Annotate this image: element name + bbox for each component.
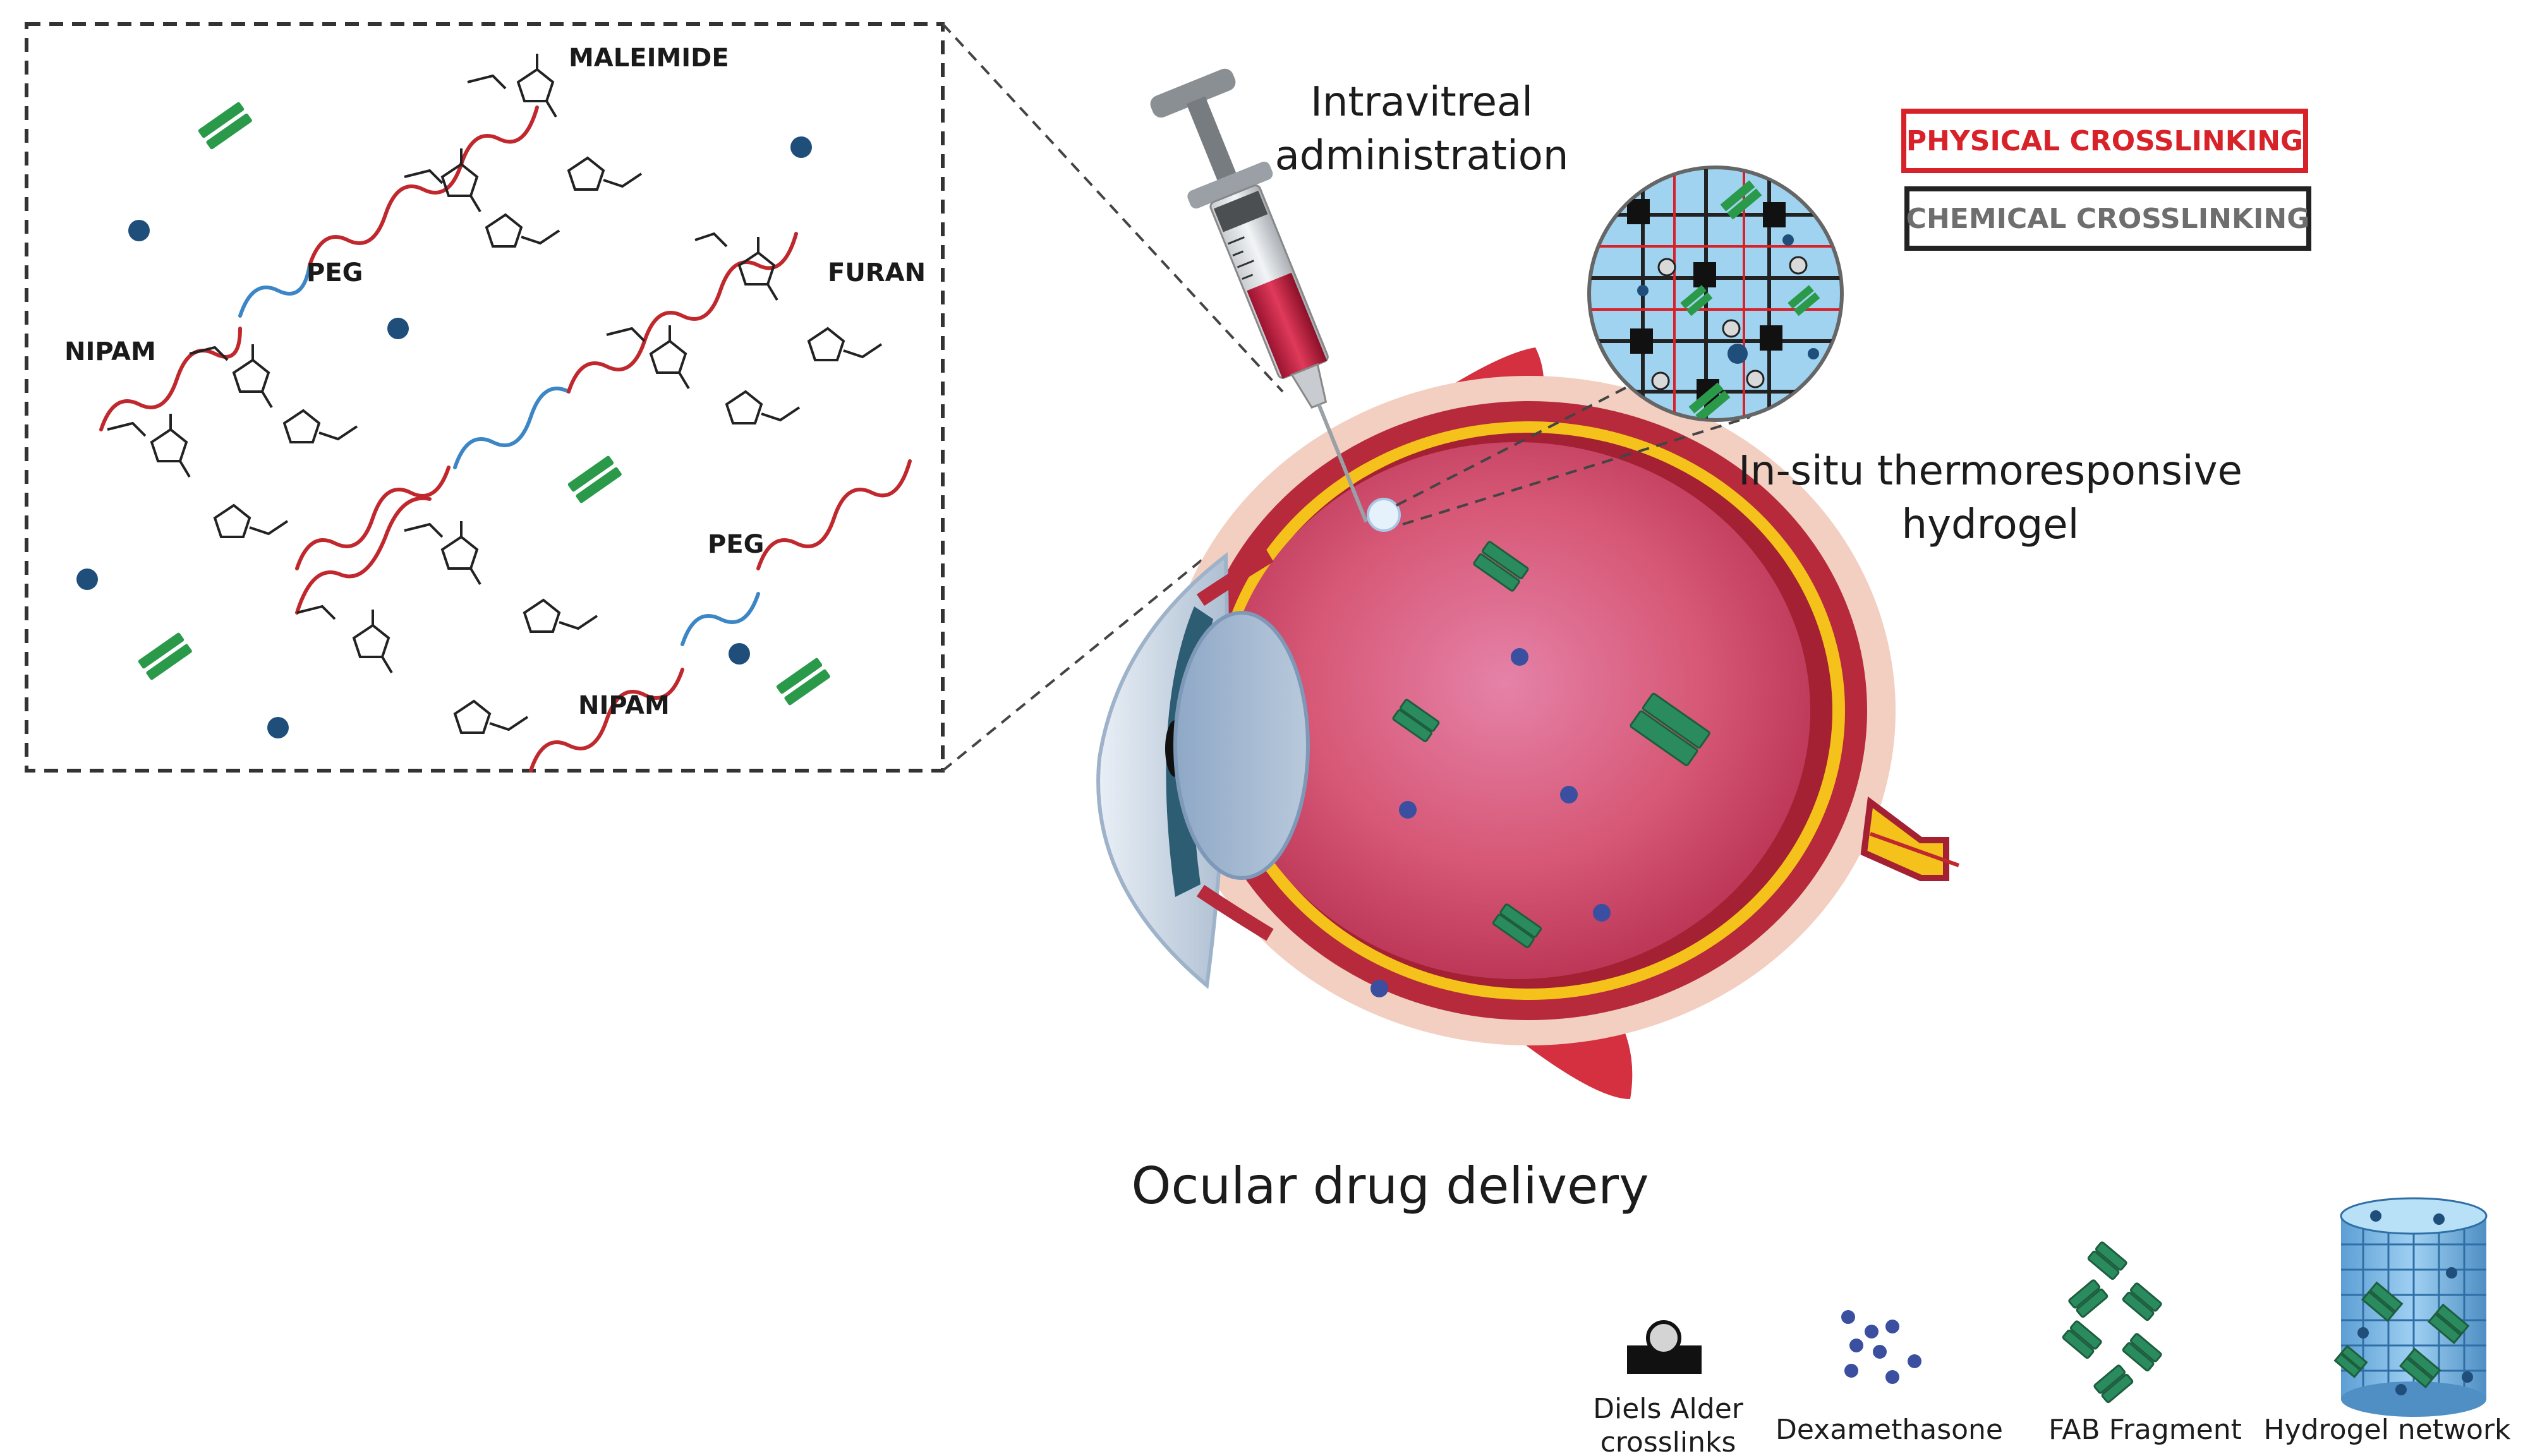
label-nipam-left: NIPAM (64, 337, 156, 366)
needle (1317, 404, 1368, 523)
nipam-chain-2b (567, 232, 798, 394)
hydrogel-bead (1367, 498, 1401, 532)
maleimide-group (107, 54, 778, 674)
nipam-chain-1 (99, 327, 242, 431)
peg-segment-2 (453, 387, 571, 469)
inset-dexamethasone (76, 136, 812, 738)
nipam-chain-3b (756, 459, 912, 570)
nipam-chain-2 (295, 466, 451, 570)
zoom-line-top (941, 23, 1284, 393)
plunger-cap (1150, 68, 1236, 118)
label-nipam-bottom: NIPAM (578, 691, 670, 720)
eye-dexamethasone (1370, 648, 1611, 997)
optic-vessel (1869, 832, 1960, 867)
nipam-chain-3 (529, 668, 684, 773)
lens (1173, 611, 1310, 880)
badge-chemical-label: CHEMICAL CROSSLINKING (1906, 203, 2310, 235)
eye-illustration (1096, 347, 1960, 1099)
inset-frame (25, 22, 945, 773)
plunger-rod (1186, 96, 1238, 186)
peg-segment-1 (238, 263, 312, 318)
plunger-head (1213, 190, 1268, 232)
optic-nerve (1860, 796, 1949, 881)
legend-diels-1: Diels Alder (1593, 1393, 1744, 1425)
legend-diels-2: crosslinks (1600, 1426, 1736, 1456)
caption-insitu-1: In-situ thermoresponsive (1738, 448, 2242, 495)
legend-hydrogel: Hydrogel network (2264, 1414, 2512, 1446)
inset-fab (138, 102, 830, 706)
peg-segment-3 (681, 592, 760, 646)
nipam-chain-4 (295, 496, 432, 615)
dexamethasone-icon (1841, 1310, 1921, 1384)
legend: Diels Alder crosslinks Dexamethasone FAB… (1593, 1197, 2512, 1456)
zoom-line-circle-1 (1396, 378, 1643, 507)
label-peg-top: PEG (306, 258, 363, 287)
label-maleimide: MALEIMIDE (569, 44, 729, 73)
label-peg-bottom: PEG (708, 530, 764, 559)
polymer-chains (99, 105, 912, 773)
syringe (1150, 68, 1368, 523)
nipam-chain-1b (308, 105, 539, 267)
legend-fab: FAB Fragment (2048, 1414, 2242, 1446)
caption-insitu-2: hydrogel (1902, 502, 2079, 548)
caption-intravitreal-1: Intravitreal (1310, 79, 1533, 126)
liquid (1247, 272, 1328, 379)
hydrogel-network-icon (2333, 1197, 2488, 1417)
caption-ocular: Ocular drug delivery (1131, 1157, 1649, 1215)
syringe-tip (1290, 363, 1328, 409)
badge-physical-label: PHYSICAL CROSSLINKING (1906, 125, 2303, 157)
label-furan: FURAN (828, 258, 926, 287)
ciliary-top (1196, 550, 1274, 606)
fab-fragment-icon (2062, 1241, 2162, 1404)
badge-physical-frame (1901, 109, 2308, 173)
ciliary-bottom (1196, 884, 1274, 941)
barrel-flange (1187, 161, 1273, 209)
furan-group (213, 156, 883, 734)
vitreous-body (1223, 442, 1810, 979)
hydrogel-zoom-circle (1587, 165, 1844, 422)
badge-chemical-frame (1904, 186, 2311, 251)
legend-dexamethasone: Dexamethasone (1776, 1414, 2003, 1446)
caption-intravitreal-2: administration (1275, 133, 1569, 179)
zoom-line-circle-2 (1402, 416, 1751, 526)
eye-fab (1392, 541, 1710, 949)
diels-alder-icon (1627, 1320, 1702, 1374)
linker-groups (107, 54, 883, 734)
